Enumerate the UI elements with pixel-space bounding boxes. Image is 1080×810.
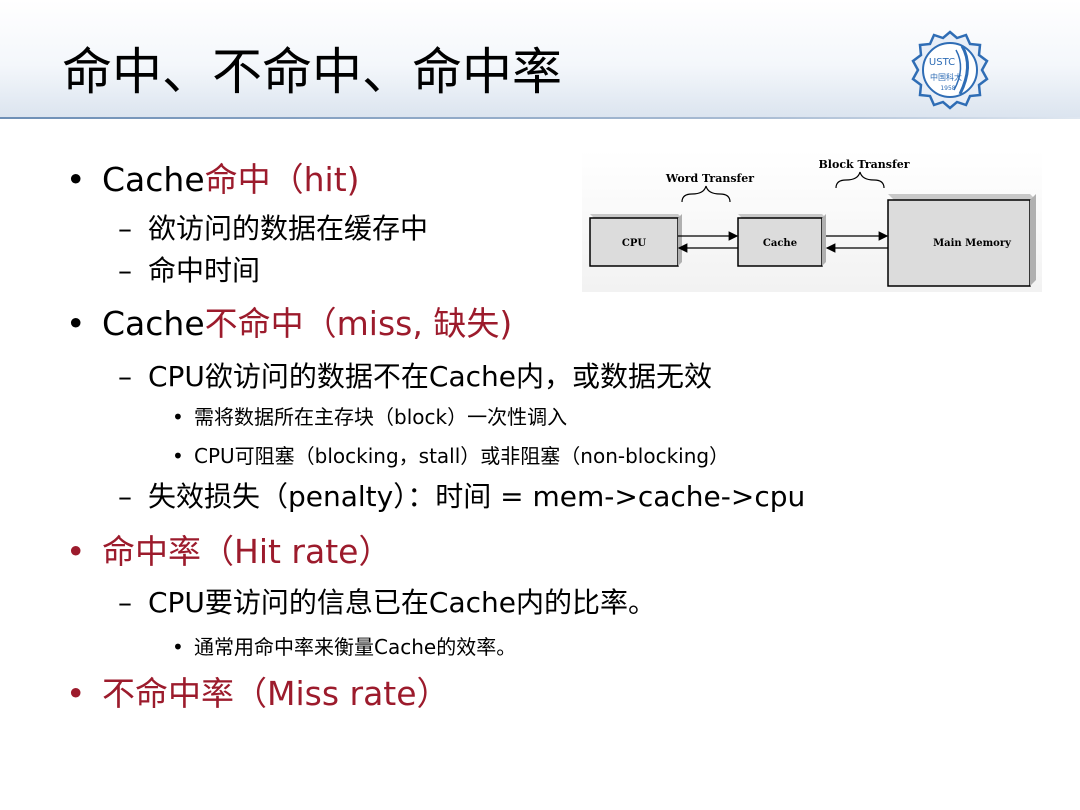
- dash-marker: –: [118, 254, 132, 287]
- dash-marker: –: [118, 586, 132, 619]
- sub-bullet-text: 命中时间: [148, 254, 261, 287]
- dash-marker: –: [118, 360, 132, 393]
- bullet-dot: •: [66, 674, 86, 713]
- main-memory-label: Main Memory: [933, 238, 1012, 249]
- sub-bullet-miss-definition: –CPU欲访问的数据不在Cache内，或数据无效: [118, 360, 712, 394]
- bullet-dot: •: [66, 532, 86, 571]
- cache-box-shadow: [738, 214, 826, 218]
- bullet-dot: •: [172, 405, 184, 429]
- memory-box-side: [1030, 194, 1036, 286]
- title-band: [0, 0, 1080, 118]
- dash-marker: –: [118, 212, 132, 245]
- cache-box: [737, 217, 823, 267]
- ustc-logo: USTC 中国科大 1958: [911, 30, 989, 110]
- logo-year: 1958: [940, 85, 955, 92]
- sub-sub-bullet-efficiency: • 通常用命中率来衡量Cache的效率。: [172, 634, 516, 660]
- title-underline: [0, 117, 1080, 119]
- cache-box-side: [822, 214, 826, 266]
- bullet-dot: •: [66, 304, 86, 343]
- bullet-cache-miss: • Cache不命中（miss, 缺失): [66, 304, 512, 344]
- bullet-dot: •: [172, 635, 184, 659]
- sub-bullet-text: 欲访问的数据在缓存中: [148, 212, 429, 245]
- dash-marker: –: [118, 480, 132, 513]
- bullet-text: 命中率（Hit rate）: [102, 532, 392, 571]
- bullet-dot: •: [172, 444, 184, 468]
- sub-bullet-text: CPU欲访问的数据不在Cache内，或数据无效: [148, 360, 713, 393]
- sub-sub-bullet-text: 需将数据所在主存块（block）一次性调入: [194, 405, 568, 429]
- bullet-highlight: 命中（hit): [204, 160, 360, 199]
- cpu-box-side: [678, 214, 682, 266]
- bullet-miss-rate: • 不命中率（Miss rate）: [66, 674, 450, 714]
- sub-bullet-text: CPU要访问的信息已在Cache内的比率。: [148, 586, 657, 619]
- cpu-box-shadow: [590, 214, 682, 218]
- bullet-cache-hit: • Cache命中（hit): [66, 160, 360, 200]
- slide-title: 命中、不命中、命中率: [62, 43, 562, 101]
- word-transfer-brace: [681, 185, 731, 203]
- sub-sub-bullet-blocking: • CPU可阻塞（blocking，stall）或非阻塞（non-blocking…: [172, 443, 729, 469]
- sub-bullet-hit-definition: –欲访问的数据在缓存中: [118, 212, 428, 246]
- bullet-dot: •: [66, 160, 86, 199]
- logo-text: USTC: [929, 57, 955, 68]
- bullet-prefix: Cache: [102, 160, 205, 199]
- bullet-text: 不命中率（Miss rate）: [102, 674, 450, 713]
- block-transfer-brace: [835, 171, 885, 189]
- cache-transfer-diagram: Word Transfer Block Transfer CPU Cache M…: [582, 150, 1042, 292]
- sub-bullet-penalty: –失效损失（penalty）：时间 = mem->cache->cpu: [118, 480, 805, 514]
- bullet-prefix: Cache: [102, 304, 205, 343]
- word-transfer-label: Word Transfer: [665, 172, 754, 185]
- main-memory-box: [887, 199, 1031, 287]
- cpu-box: [589, 217, 679, 267]
- cache-label: Cache: [763, 238, 797, 249]
- sub-sub-bullet-text: 通常用命中率来衡量Cache的效率。: [194, 635, 517, 659]
- sub-sub-bullet-block-load: • 需将数据所在主存块（block）一次性调入: [172, 404, 567, 430]
- sub-sub-bullet-text: CPU可阻塞（blocking，stall）或非阻塞（non-blocking）: [194, 444, 730, 468]
- bullet-hit-rate: • 命中率（Hit rate）: [66, 532, 391, 572]
- sub-bullet-hit-rate-definition: –CPU要访问的信息已在Cache内的比率。: [118, 586, 656, 620]
- sub-bullet-hit-time: –命中时间: [118, 254, 260, 288]
- cpu-label: CPU: [622, 238, 646, 249]
- memory-box-shadow: [888, 194, 1036, 200]
- logo-subtext: 中国科大: [930, 72, 962, 82]
- block-transfer-label: Block Transfer: [819, 158, 910, 171]
- bullet-highlight: 不命中（miss, 缺失): [204, 304, 513, 343]
- sub-bullet-text: 失效损失（penalty）：时间 = mem->cache->cpu: [148, 480, 806, 513]
